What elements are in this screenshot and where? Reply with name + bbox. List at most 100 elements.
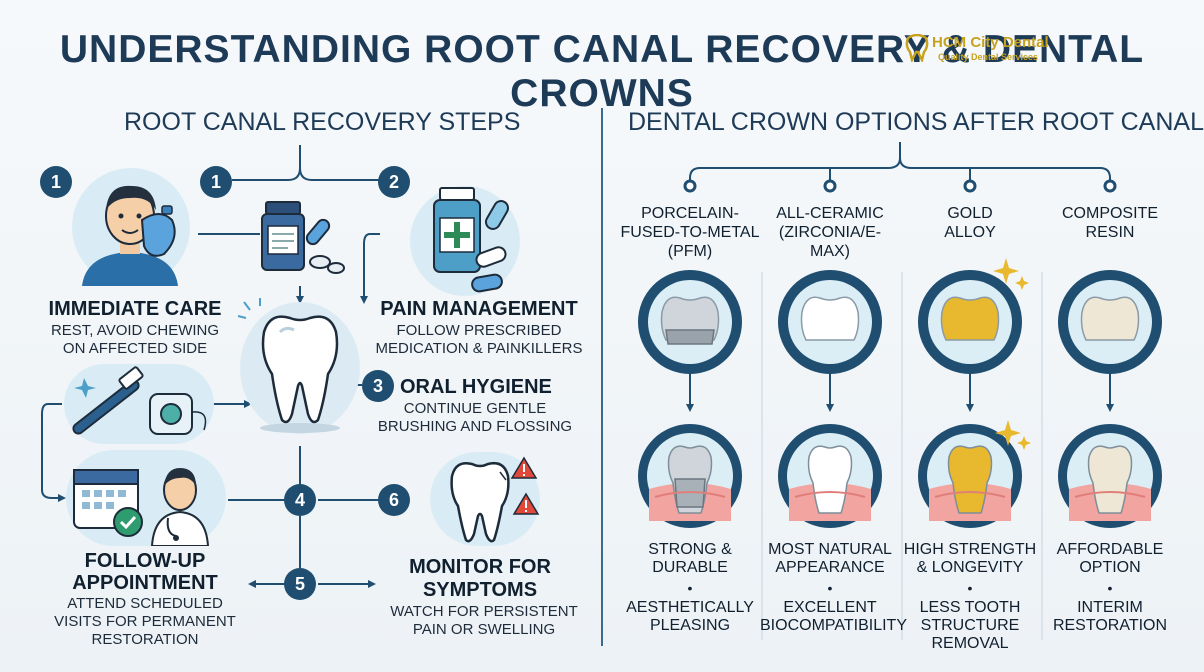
crown-icon: [648, 280, 732, 364]
step-title: MONITOR FOR SYMPTOMS: [380, 556, 580, 602]
benefit-line: PLEASING: [649, 617, 731, 634]
crown-benefit: HIGH STRENGTH& LONGEVITY: [900, 541, 1040, 577]
step-title: ORAL HYGIENE: [400, 376, 552, 398]
crowned-tooth-image: [638, 424, 742, 528]
crowned-tooth-icon: [647, 433, 733, 521]
title-line: SYMPTOMS: [422, 579, 538, 601]
desc-line: CONTINUE GENTLE: [403, 400, 547, 417]
benefit-line: & LONGEVITY: [916, 559, 1024, 576]
bullet-separator: •: [967, 580, 973, 596]
crown-benefit: STRONG &DURABLE: [620, 541, 760, 577]
medicine-bottle-icon: [433, 187, 509, 293]
crown-name-line: COMPOSITE: [1061, 205, 1158, 222]
recovery-section-heading: ROOT CANAL RECOVERY STEPS: [124, 108, 521, 136]
logo-name: HCM City Dental: [932, 34, 1049, 51]
title-line: MONITOR FOR: [409, 556, 551, 578]
crown-name-line: (ZIRCONIA/E-MAX): [778, 224, 882, 260]
benefit-line: LESS TOOTH: [919, 599, 1021, 616]
tooth-warning-icon: [450, 456, 540, 543]
tooth-icon: [260, 315, 340, 433]
benefit-line: BIOCOMPATIBILITY: [760, 617, 907, 634]
crown-image: [638, 270, 742, 374]
crowned-tooth-icon: [927, 433, 1013, 521]
crown-name-line: PORCELAIN-: [641, 205, 739, 222]
tooth-logo-icon: [905, 34, 929, 62]
crown-image: [1058, 270, 1162, 374]
step-badge: 3: [362, 370, 394, 402]
step-title: PAIN MANAGEMENT: [380, 298, 578, 320]
toothbrush-floss-icon: [72, 366, 207, 435]
follow-up-illustration: [66, 450, 226, 547]
monitor-symptoms-illustration: [430, 452, 540, 546]
desc-line: RESTORATION: [91, 631, 199, 648]
step-description: WATCH FOR PERSISTENT PAIN OR SWELLING: [374, 603, 594, 639]
crown-image: [778, 270, 882, 374]
crown-icon: [928, 280, 1012, 364]
step-description: FOLLOW PRESCRIBED MEDICATION & PAINKILLE…: [364, 322, 594, 358]
crowned-tooth-image: [918, 424, 1022, 528]
benefit-line: OPTION: [1079, 559, 1141, 576]
step-badge: 2: [378, 166, 410, 198]
crown-name-line: ALL-CERAMIC: [776, 205, 884, 222]
crown-name: ALL-CERAMIC (ZIRCONIA/E-MAX): [760, 204, 900, 261]
immediate-care-illustration: [72, 168, 190, 286]
benefit-line: INTERIM: [1077, 599, 1143, 616]
crown-name-line: ALLOY: [944, 224, 996, 241]
calendar-doctor-icon: [73, 468, 210, 547]
person-ice-pack-icon: [82, 185, 178, 286]
benefit-line: EXCELLENT: [783, 599, 877, 616]
step-description: REST, AVOID CHEWING ON AFFECTED SIDE: [30, 322, 240, 358]
title-line: FOLLOW-UP: [84, 550, 206, 572]
benefit-line: REMOVAL: [931, 635, 1009, 652]
desc-line: WATCH FOR PERSISTENT: [390, 603, 578, 620]
step-badge: 1: [40, 166, 72, 198]
oral-hygiene-illustration: [64, 364, 214, 444]
crown-icon: [1068, 280, 1152, 364]
step-title: IMMEDIATE CARE: [48, 298, 222, 320]
benefit-line: STRONG &: [648, 541, 732, 558]
benefit-line: DURABLE: [652, 559, 728, 576]
crown-name-line: FUSED-TO-METAL: [620, 224, 760, 241]
benefit-line: HIGH STRENGTH: [903, 541, 1037, 558]
crown-image: [918, 270, 1022, 374]
pill-bottle-icon: [261, 201, 345, 274]
desc-line: FOLLOW PRESCRIBED: [396, 322, 562, 339]
benefit-line: AESTHETICALLY: [626, 599, 754, 616]
bullet-separator: •: [1107, 580, 1113, 596]
title-line: APPOINTMENT: [72, 572, 218, 594]
step-description: CONTINUE GENTLE BRUSHING AND FLOSSING: [370, 400, 580, 436]
step-description: ATTEND SCHEDULED VISITS FOR PERMANENT RE…: [30, 595, 260, 649]
benefit-line: RESTORATION: [1052, 617, 1168, 634]
step-badge: 4: [284, 484, 316, 516]
logo-tagline: Quality Dental Services: [938, 52, 1039, 62]
desc-line: MEDICATION & PAINKILLERS: [375, 340, 583, 357]
benefit-line: STRUCTURE: [920, 617, 1020, 634]
sparkle-icon: [995, 420, 1031, 450]
step-title: FOLLOW-UP APPOINTMENT: [40, 550, 250, 594]
desc-line: VISITS FOR PERMANENT: [54, 613, 236, 630]
desc-line: BRUSHING AND FLOSSING: [377, 418, 573, 435]
crowned-tooth-image: [778, 424, 882, 528]
pain-management-illustration: [410, 186, 520, 296]
desc-line: PAIN OR SWELLING: [412, 621, 556, 638]
sparkle-icon: [237, 298, 261, 319]
desc-line: ON AFFECTED SIDE: [62, 340, 208, 357]
crowned-tooth-icon: [1067, 433, 1153, 521]
desc-line: ATTEND SCHEDULED: [67, 595, 223, 612]
crown-name-line: (PFM): [667, 243, 713, 260]
benefit-line: MOST NATURAL: [768, 541, 892, 558]
benefit-line: APPEARANCE: [775, 559, 885, 576]
crown-section-heading: DENTAL CROWN OPTIONS AFTER ROOT CANAL: [628, 108, 1204, 136]
crowned-tooth-image: [1058, 424, 1162, 528]
step-badge: 5: [284, 568, 316, 600]
